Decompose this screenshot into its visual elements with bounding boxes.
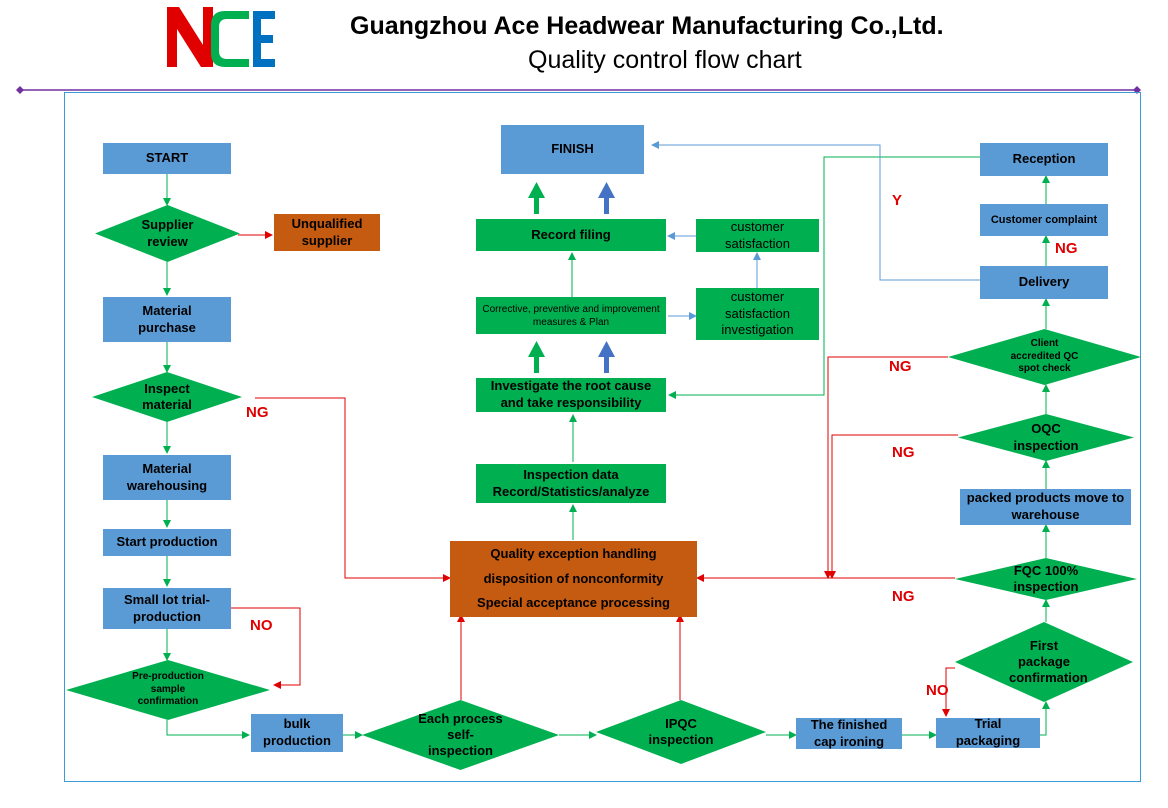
inspect-material-diamond: Inspect material [92,372,242,422]
chart-subtitle: Quality control flow chart [528,46,802,74]
client-qc-label: Client accredited QC spot check [1010,338,1079,375]
small-lot-label: Small lot trial-production [124,591,210,624]
trial-packaging-label: Trial packaging [955,716,1021,748]
reception-box: Reception [980,143,1108,176]
unqualified-supplier-box: Unqualified supplier [274,214,380,251]
ng-label-inspect-material: NG [246,404,269,421]
bulk-production-box: bulk production [251,714,343,752]
ng-label-customer-complaint: NG [1055,240,1078,257]
first-package-label: First package confirmation [1009,637,1088,686]
no-label-trial-packaging: NO [926,682,949,699]
client-qc-diamond: Client accredited QC spot check [948,329,1141,385]
quality-exception-line-2: disposition of nonconformity [483,570,664,586]
company-title: Guangzhou Ace Headwear Manufacturing Co.… [350,12,944,40]
delivery-box: Delivery [980,266,1108,299]
unqualified-supplier-label: Unqualified supplier [291,215,363,248]
finished-cap-box: The finished cap ironing [796,716,902,749]
small-lot-box: Small lot trial-production [103,588,231,629]
material-warehousing-label: Material warehousing [126,460,208,493]
start-label: START [145,150,189,166]
trial-packaging-box: Trial packaging [936,716,1040,748]
ipqc-diamond: IPQC inspection [596,700,766,764]
investigate-label: Investigate the root cause and take resp… [490,378,652,410]
corrective-box: Corrective, preventive and improvement m… [476,297,666,334]
no-label-small-lot: NO [250,617,273,634]
customer-complaint-label: Customer complaint [990,213,1098,226]
investigate-box: Investigate the root cause and take resp… [476,378,666,412]
reception-label: Reception [1012,151,1076,167]
supplier-review-label: Supplier review [141,217,194,249]
ng-label-client-qc: NG [889,358,912,375]
start-box: START [103,143,231,174]
each-process-diamond: Each process self-inspection [362,700,559,770]
material-purchase-label: Material purchase [138,302,196,335]
packed-products-box: packed products move to warehouse [960,489,1131,525]
diagram-frame [64,92,1141,782]
fqc-label: FQC 100% inspection [1013,562,1079,594]
y-label-delivery: Y [892,192,903,209]
customer-satisfaction-box: customer satisfaction [696,219,819,252]
quality-exception-line-1: Quality exception handling [490,545,657,561]
fqc-diamond: FQC 100% inspection [955,558,1137,600]
finish-label: FINISH [551,141,594,157]
quality-exception-box: Quality exception handling disposition o… [450,541,697,617]
quality-exception-line-3: Special acceptance processing [477,595,670,611]
delivery-label: Delivery [1018,274,1070,290]
start-production-label: Start production [116,534,218,550]
oqc-diamond: OQC inspection [958,414,1134,461]
customer-satisfaction-investigation-label: customer satisfaction investigation [721,288,794,338]
inspect-material-label: Inspect material [142,380,192,412]
finished-cap-label: The finished cap ironing [810,716,888,749]
record-filing-label: Record filing [531,226,611,242]
customer-satisfaction-label: customer satisfaction [724,218,791,251]
ng-label-fqc: NG [892,588,915,605]
ace-logo [165,5,275,70]
preproduction-label: Pre-production sample confirmation [132,671,204,708]
inspection-data-label: Inspection data Record/Statistics/analyz… [492,466,650,499]
ipqc-label: IPQC inspection [648,715,714,747]
corrective-label: Corrective, preventive and improvement m… [482,303,660,328]
ng-label-oqc: NG [892,444,915,461]
oqc-label: OQC inspection [1013,421,1079,453]
material-purchase-box: Material purchase [103,297,231,342]
customer-satisfaction-investigation-box: customer satisfaction investigation [696,288,819,340]
record-filing-box: Record filing [476,219,666,251]
finish-box: FINISH [501,125,644,174]
material-warehousing-box: Material warehousing [103,455,231,500]
inspection-data-box: Inspection data Record/Statistics/analyz… [476,464,666,503]
customer-complaint-box: Customer complaint [980,204,1108,236]
preproduction-diamond: Pre-production sample confirmation [66,660,270,720]
each-process-label: Each process self-inspection [418,710,503,759]
bulk-production-label: bulk production [263,716,331,748]
first-package-diamond: First package confirmation [955,622,1133,702]
supplier-review-diamond: Supplier review [95,205,240,262]
start-production-box: Start production [103,529,231,556]
packed-products-label: packed products move to warehouse [966,490,1125,522]
